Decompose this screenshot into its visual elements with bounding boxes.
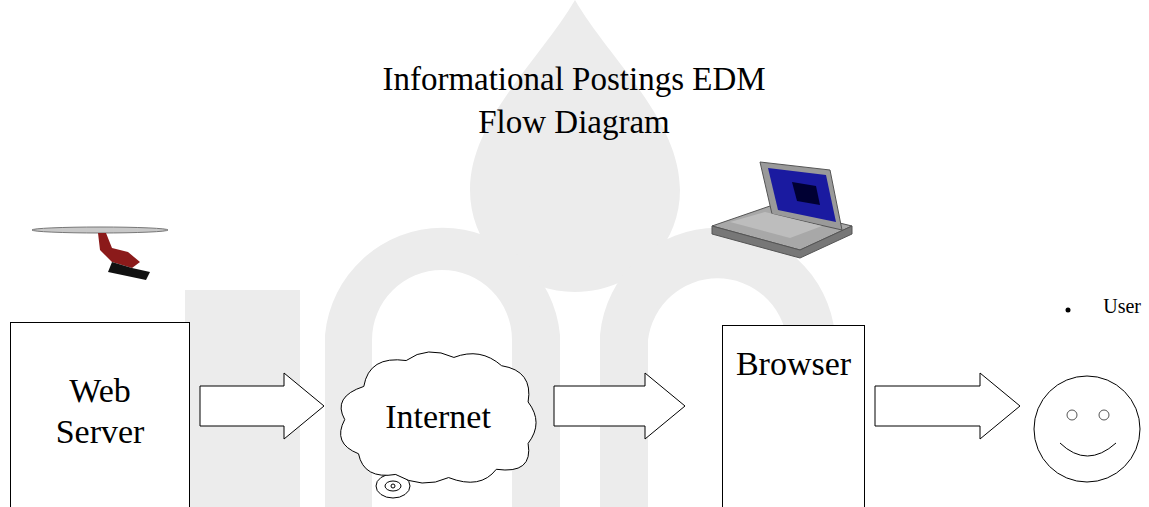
smiley-face [1030, 369, 1145, 484]
browser-box: Browser [722, 325, 865, 507]
node-label: Web Server [23, 371, 177, 453]
user-label: User [1103, 294, 1145, 318]
block-arrow [200, 373, 324, 439]
laptop-icon [712, 162, 852, 258]
block-arrow [554, 373, 685, 439]
server-box: Web Server [10, 322, 190, 507]
block-arrow [875, 373, 1020, 439]
diagram-title: Informational Postings EDM Flow Diagram [364, 58, 784, 144]
user-node: User [1030, 294, 1145, 484]
node-label: Browser [731, 344, 856, 385]
bullet-dot [1066, 308, 1071, 313]
node-label: Internet [385, 397, 491, 438]
cloud-node: Internet [332, 345, 544, 490]
waiter-tray-icon [32, 227, 168, 280]
